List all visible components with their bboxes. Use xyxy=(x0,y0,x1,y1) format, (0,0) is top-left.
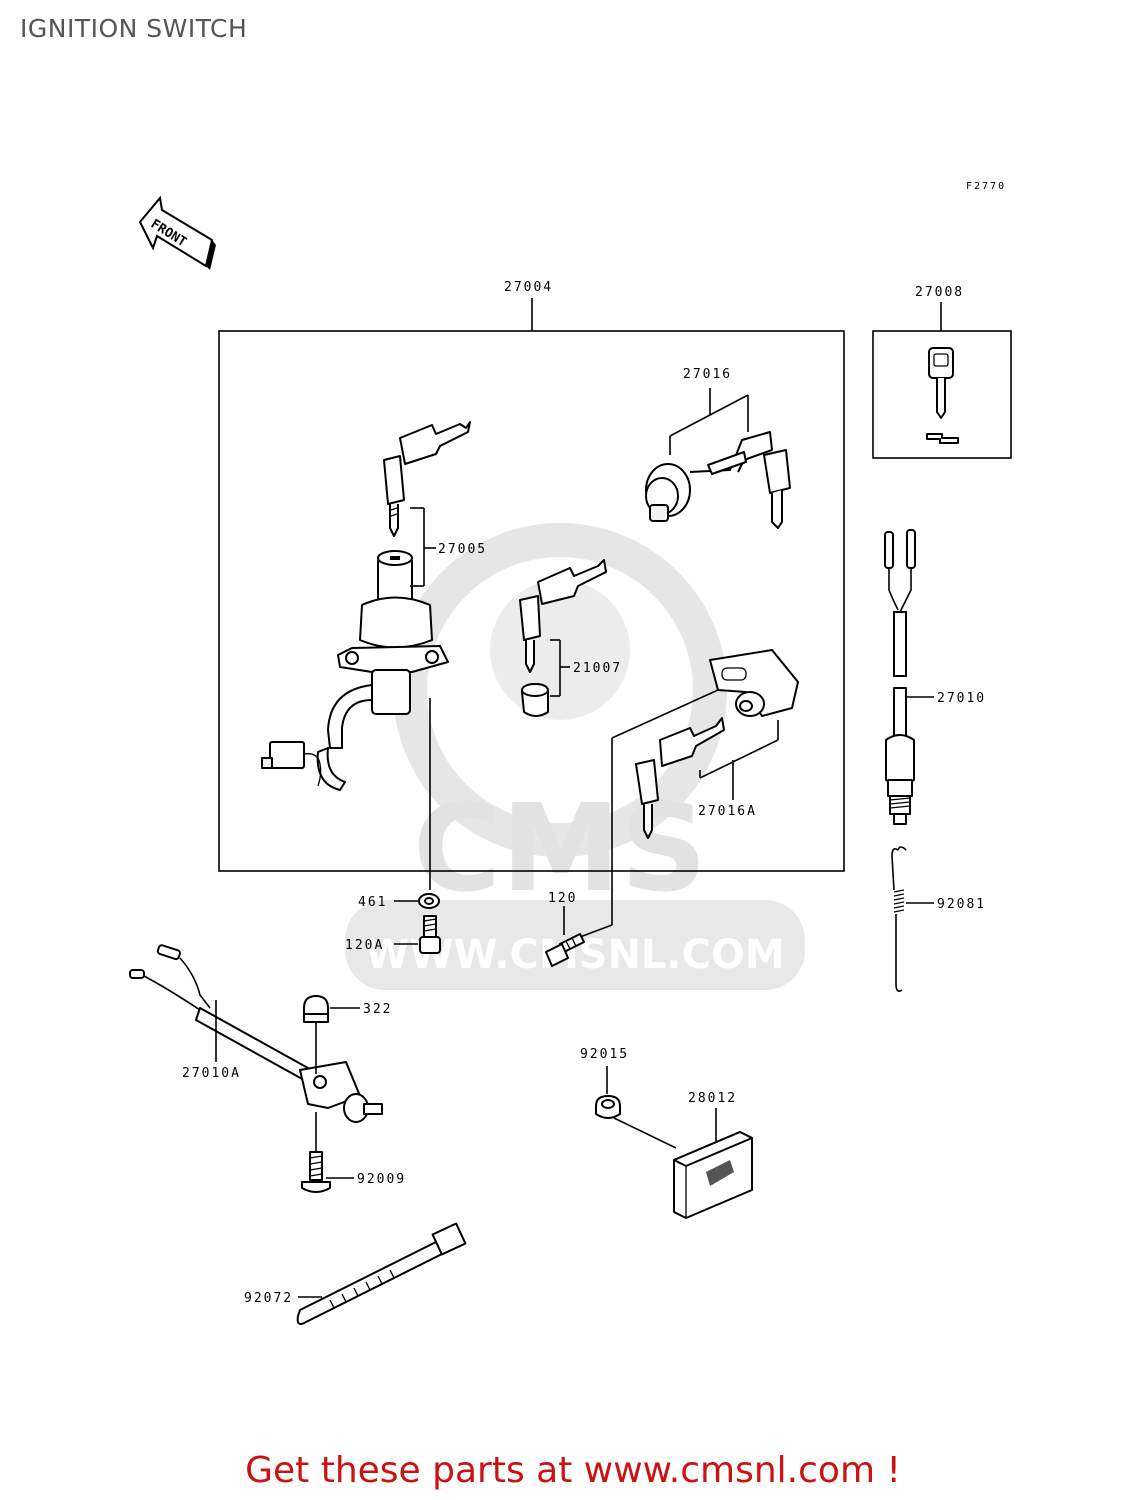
label-27016A: 27016A xyxy=(698,804,757,819)
promo-link[interactable]: Get these parts at www.cmsnl.com ! xyxy=(245,1450,901,1491)
label-21007: 21007 xyxy=(573,661,622,676)
label-27010A: 27010A xyxy=(182,1066,241,1081)
bolt-120A-icon xyxy=(419,915,441,954)
label-plate-28012-icon xyxy=(673,1131,753,1219)
label-92072: 92072 xyxy=(244,1291,293,1306)
watermark-logo: CMS xyxy=(413,780,707,919)
label-27010: 27010 xyxy=(937,691,986,706)
seat-lock-icon xyxy=(709,649,799,717)
key-pair-27016A-icon xyxy=(635,717,725,839)
figure-code: F2770 xyxy=(966,181,1006,192)
screw-92009-icon xyxy=(301,1151,331,1193)
label-322: 322 xyxy=(363,1002,392,1017)
label-461: 461 xyxy=(358,895,387,910)
spring-92081-icon xyxy=(891,846,907,992)
label-120A: 120A xyxy=(345,938,384,953)
label-27005: 27005 xyxy=(438,542,487,557)
key-pair-27005-icon xyxy=(383,421,471,537)
lock-cylinder-icon xyxy=(645,431,791,529)
label-92009: 92009 xyxy=(357,1172,406,1187)
neutral-switch-27010-icon xyxy=(884,529,916,825)
label-27004: 27004 xyxy=(504,280,553,295)
cable-tie-92072-icon xyxy=(296,1222,467,1325)
label-27016: 27016 xyxy=(683,367,732,382)
kit-box-27008 xyxy=(872,330,1012,459)
blank-key-icon xyxy=(926,347,959,444)
label-92015: 92015 xyxy=(580,1047,629,1062)
label-92081: 92081 xyxy=(937,897,986,912)
key-pair-21007-icon xyxy=(519,559,607,717)
label-27008: 27008 xyxy=(915,285,964,300)
label-120: 120 xyxy=(548,891,577,906)
bolt-120-icon xyxy=(545,933,585,967)
page-title: IGNITION SWITCH xyxy=(20,14,248,43)
front-arrow-icon: FRONT xyxy=(138,195,216,270)
ignition-switch-icon xyxy=(261,550,449,791)
cap-nut-322-icon xyxy=(303,995,329,1023)
label-28012: 28012 xyxy=(688,1091,737,1106)
sensor-27010A-icon xyxy=(129,944,383,1123)
grommet-92015-icon xyxy=(595,1095,621,1119)
washer-461-icon xyxy=(418,893,440,909)
